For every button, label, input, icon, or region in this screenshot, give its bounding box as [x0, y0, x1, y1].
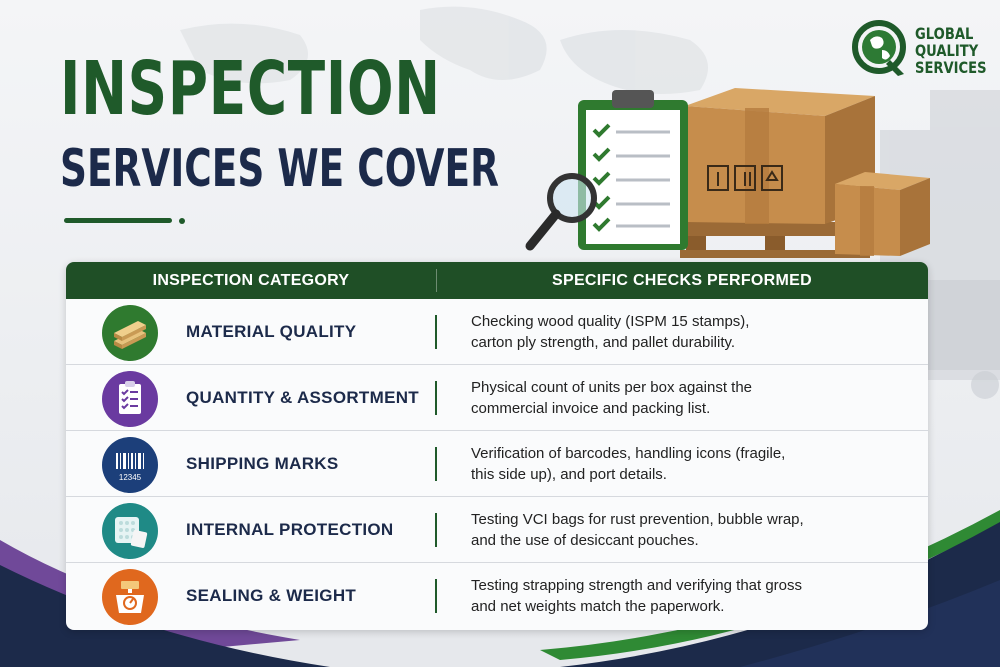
table-row: INTERNAL PROTECTION Testing VCI bags for…: [66, 497, 928, 563]
row-divider: [435, 447, 437, 481]
table-row: SEALING & WEIGHT Testing strapping stren…: [66, 563, 928, 629]
category-label: QUANTITY & ASSORTMENT: [186, 388, 419, 407]
checks-description: Physical count of units per box against …: [471, 377, 891, 419]
magnifying-glass-icon: [525, 173, 597, 251]
checks-line-2: this side up), and port details.: [471, 466, 667, 483]
row-divider: [435, 315, 437, 349]
category-label: INTERNAL PROTECTION: [186, 520, 394, 539]
barcode-icon: 12345: [102, 437, 158, 493]
table-header: INSPECTION CATEGORY SPECIFIC CHECKS PERF…: [66, 262, 928, 299]
checks-line-1: Testing VCI bags for rust prevention, bu…: [471, 511, 804, 528]
checks-line-2: carton ply strength, and pallet durabili…: [471, 334, 736, 351]
table-row: QUANTITY & ASSORTMENT Physical count of …: [66, 365, 928, 431]
globe-q-logo-icon: [852, 20, 906, 76]
checks-line-1: Testing strapping strength and verifying…: [471, 577, 803, 594]
wood-planks-icon: [102, 305, 158, 361]
boxes-clipboard-illustration: [525, 88, 930, 258]
cardboard-box-small-icon: [835, 172, 930, 256]
page-title: INSPECTION: [60, 46, 441, 132]
row-separator: [66, 430, 928, 431]
checks-line-2: commercial invoice and packing list.: [471, 400, 711, 417]
category-label: SHIPPING MARKS: [186, 454, 339, 473]
row-divider: [435, 513, 437, 547]
clipboard-checklist-icon: [578, 90, 688, 250]
checks-line-1: Physical count of units per box against …: [471, 379, 753, 396]
logo-line-quality: QUALITY: [915, 41, 979, 60]
checks-line-1: Verification of barcodes, handling icons…: [471, 445, 786, 462]
checks-line-2: and the use of desiccant pouches.: [471, 532, 699, 549]
header-divider: [436, 269, 437, 292]
company-logo: GLOBAL QUALITY SERVICES: [852, 20, 987, 80]
title-underline: [64, 218, 172, 223]
row-divider: [435, 579, 437, 613]
row-separator: [66, 496, 928, 497]
table-row: MATERIAL QUALITY Checking wood quality (…: [66, 299, 928, 365]
row-separator: [66, 562, 928, 563]
category-label: MATERIAL QUALITY: [186, 322, 357, 341]
barcode-number: 12345: [119, 473, 142, 482]
logo-line-global: GLOBAL: [915, 24, 974, 43]
checks-description: Checking wood quality (ISPM 15 stamps), …: [471, 311, 891, 353]
table-row: 12345 SHIPPING MARKS Verification of bar…: [66, 431, 928, 497]
page-subtitle: SERVICES WE COVER: [60, 139, 499, 199]
bubble-wrap-icon: [102, 503, 158, 559]
title-underline-dot: [179, 218, 185, 224]
category-label: SEALING & WEIGHT: [186, 586, 357, 605]
weighing-scale-icon: [102, 569, 158, 625]
column-header-checks: SPECIFIC CHECKS PERFORMED: [552, 272, 812, 289]
row-separator: [66, 364, 928, 365]
column-header-category: INSPECTION CATEGORY: [152, 272, 350, 289]
checks-description: Testing strapping strength and verifying…: [471, 575, 891, 617]
checks-description: Verification of barcodes, handling icons…: [471, 443, 891, 485]
inspection-services-table: INSPECTION CATEGORY SPECIFIC CHECKS PERF…: [66, 262, 928, 630]
clipboard-checklist-icon: [102, 371, 158, 427]
row-divider: [435, 381, 437, 415]
bottom-swoosh-decoration: [0, 510, 1000, 667]
checks-line-1: Checking wood quality (ISPM 15 stamps),: [471, 313, 750, 330]
checks-line-2: and net weights match the paperwork.: [471, 598, 725, 615]
logo-line-services: SERVICES: [915, 58, 987, 77]
logo-wordmark: GLOBAL QUALITY SERVICES: [915, 25, 987, 76]
checks-description: Testing VCI bags for rust prevention, bu…: [471, 509, 891, 551]
